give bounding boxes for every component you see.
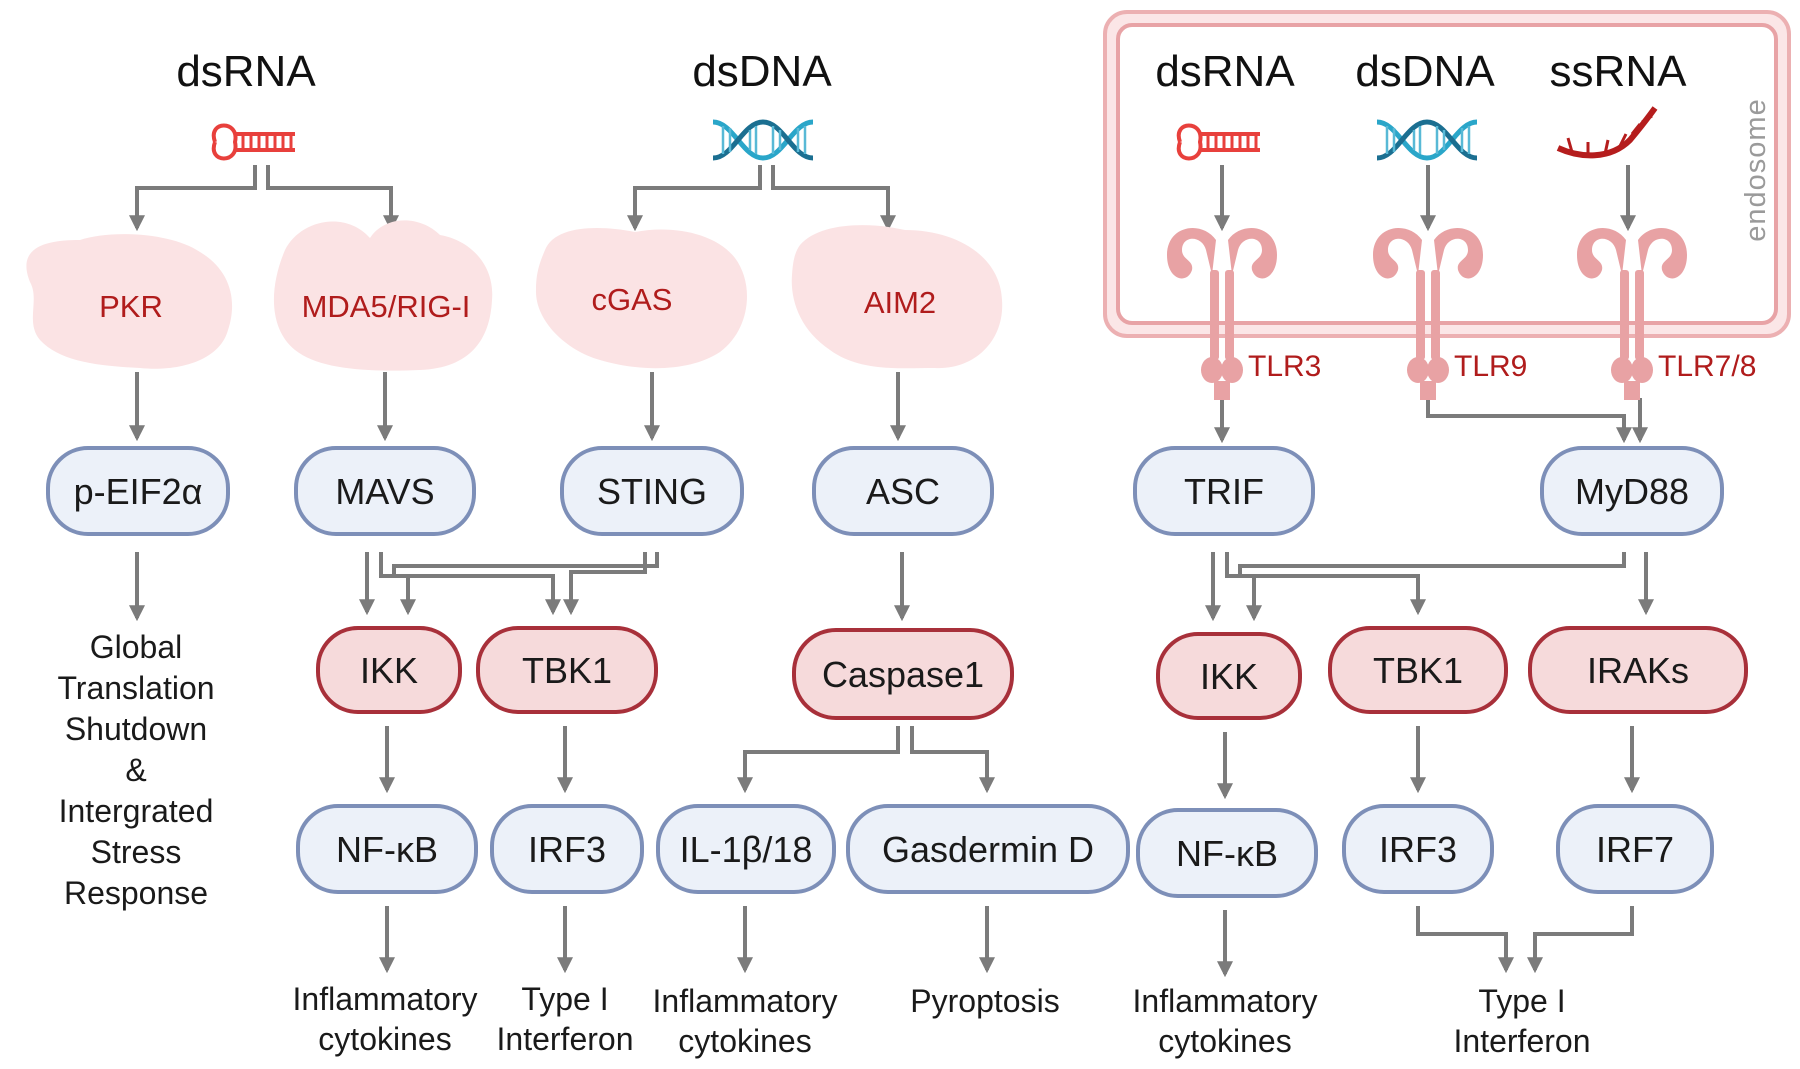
outcome-line: Inflammatory — [293, 981, 478, 1017]
node-iraks: IRAKs — [1528, 626, 1748, 714]
node-tbk1-right: TBK1 — [1328, 626, 1508, 714]
node-label-p-eif2a: p-EIF2α — [74, 471, 203, 512]
outcome-line: & — [125, 752, 146, 788]
sensor-label-aim2: AIM2 — [864, 285, 936, 320]
sensor-label-pkr: PKR — [99, 289, 163, 324]
node-asc: ASC — [812, 446, 994, 536]
node-tbk1-left: TBK1 — [476, 626, 658, 714]
tlr9-label: TLR9 — [1454, 350, 1527, 383]
node-myd88: MyD88 — [1540, 446, 1724, 536]
node-irf3-right: IRF3 — [1342, 804, 1494, 894]
outcome-line: Pyroptosis — [910, 983, 1059, 1019]
sensor-label-cgas: cGAS — [592, 282, 673, 317]
node-gasdermin-d: Gasdermin D — [846, 804, 1130, 894]
outcome-line: Stress — [91, 834, 182, 870]
node-ikk-right: IKK — [1156, 632, 1302, 720]
ligand-dsrna-endosome: dsRNA — [1155, 47, 1295, 96]
ligand-dsdna-cytosol: dsDNA — [692, 47, 832, 96]
outcome-line: cytokines — [678, 1023, 811, 1059]
node-nfkb-left: NF-κB — [296, 804, 478, 894]
outcome-line: Intergrated — [59, 793, 214, 829]
outcome-line: Type I — [1478, 983, 1565, 1019]
sensor-mda5-rig-i: MDA5/RIG-I — [273, 220, 493, 371]
sensor-aim2: AIM2 — [791, 225, 1003, 369]
node-label-il1b-18: IL-1β/18 — [680, 829, 813, 870]
outcome-pyroptosis: Pyroptosis — [910, 983, 1059, 1019]
outcome-line: Inflammatory — [1133, 983, 1318, 1019]
node-label-sting: STING — [597, 471, 707, 512]
node-nfkb-right: NF-κB — [1136, 808, 1318, 898]
node-label-irf3-right: IRF3 — [1379, 829, 1457, 870]
node-sting: STING — [560, 446, 744, 536]
node-irf7: IRF7 — [1556, 804, 1714, 894]
node-label-tbk1-left: TBK1 — [522, 650, 612, 691]
tlr78-receptor: TLR7/8 — [1577, 228, 1756, 400]
node-label-ikk-right: IKK — [1200, 656, 1258, 697]
node-label-gasdermin-d: Gasdermin D — [882, 829, 1094, 870]
outcome-line: cytokines — [1158, 1023, 1291, 1059]
tlr9-receptor: TLR9 — [1373, 228, 1527, 400]
node-label-nfkb-right: NF-κB — [1176, 833, 1278, 874]
tlr3-label: TLR3 — [1248, 350, 1321, 383]
node-mavs: MAVS — [294, 446, 476, 536]
ligand-ssrna-endosome: ssRNA — [1550, 47, 1688, 96]
dsrna-icon — [211, 123, 297, 161]
outcome-type-i-interferon-1: Type I Interferon — [497, 981, 634, 1057]
outcome-inflammatory-cytokines-2: Inflammatory cytokines — [653, 983, 838, 1059]
outcome-inflammatory-cytokines-1: Inflammatory cytokines — [293, 981, 478, 1057]
node-label-asc: ASC — [866, 471, 940, 512]
node-caspase1: Caspase1 — [792, 628, 1014, 720]
node-irf3-left: IRF3 — [490, 804, 644, 894]
node-trif: TRIF — [1133, 446, 1315, 536]
node-label-irf7: IRF7 — [1596, 829, 1674, 870]
node-label-ikk-left: IKK — [360, 650, 418, 691]
sensor-pkr: PKR — [26, 234, 233, 369]
dsdna-icon — [713, 122, 813, 158]
ligand-dsdna-endosome: dsDNA — [1355, 47, 1495, 96]
tlr3-receptor: TLR3 — [1167, 228, 1321, 400]
sensor-cgas: cGAS — [535, 227, 747, 369]
outcome-line: Translation — [57, 670, 214, 706]
outcome-line: Interferon — [497, 1021, 634, 1057]
node-label-iraks: IRAKs — [1587, 650, 1689, 691]
connector-arrows — [129, 165, 1654, 978]
outcome-line: Type I — [521, 981, 608, 1017]
node-p-eif2a: p-EIF2α — [46, 446, 230, 536]
node-label-myd88: MyD88 — [1575, 471, 1689, 512]
node-label-trif: TRIF — [1184, 471, 1264, 512]
node-il1b-18: IL-1β/18 — [656, 804, 836, 894]
node-label-mavs: MAVS — [335, 471, 434, 512]
outcome-inflammatory-cytokines-3: Inflammatory cytokines — [1133, 983, 1318, 1059]
node-label-caspase1: Caspase1 — [822, 654, 984, 695]
outcome-line: Response — [64, 875, 208, 911]
outcome-line: Global — [90, 629, 183, 665]
ssrna-icon — [1556, 106, 1658, 159]
endosome-label: endosome — [1740, 98, 1772, 241]
node-label-irf3-left: IRF3 — [528, 829, 606, 870]
ligand-dsrna-cytosol: dsRNA — [176, 47, 316, 96]
sensor-label-mda5-rig-i: MDA5/RIG-I — [302, 289, 471, 324]
outcome-line: cytokines — [318, 1021, 451, 1057]
node-label-tbk1-right: TBK1 — [1373, 650, 1463, 691]
tlr78-label: TLR7/8 — [1658, 350, 1756, 383]
outcome-line: Interferon — [1454, 1023, 1591, 1059]
node-ikk-left: IKK — [316, 626, 462, 714]
outcome-type-i-interferon-2: Type I Interferon — [1454, 983, 1591, 1059]
outcome-line: Inflammatory — [653, 983, 838, 1019]
node-label-nfkb-left: NF-κB — [336, 829, 438, 870]
outcome-line: Shutdown — [65, 711, 207, 747]
